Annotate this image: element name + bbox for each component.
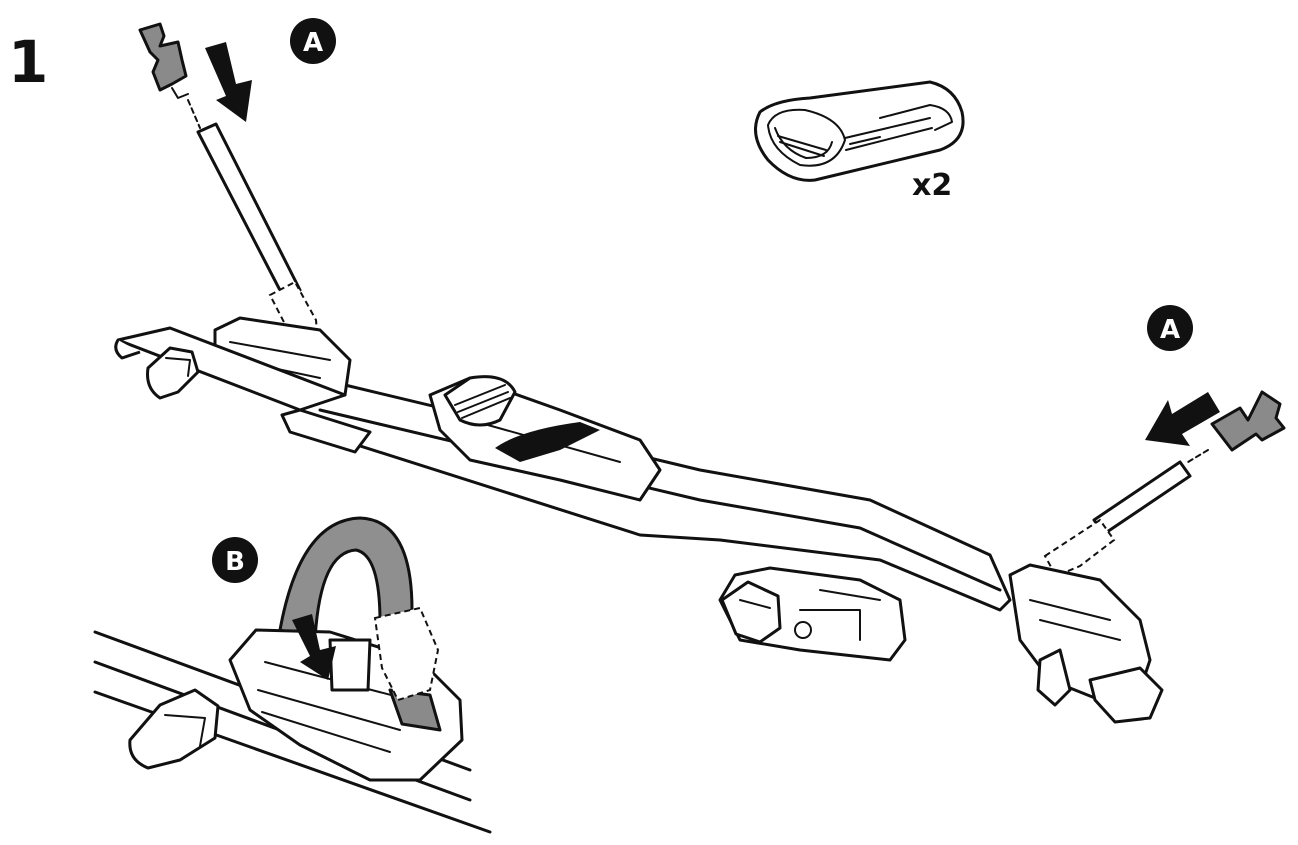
callout-a-label: A	[303, 28, 323, 58]
bike-carrier	[114, 316, 1164, 724]
end-cap-icon	[1210, 390, 1286, 452]
strap-sleeve-part: x2	[754, 80, 965, 203]
callout-a-top: A	[290, 18, 336, 64]
callout-a-label: A	[1160, 315, 1180, 345]
arrow-left-icon	[1145, 392, 1220, 446]
quantity-label: x2	[912, 168, 952, 203]
end-cap-icon	[138, 22, 189, 99]
arrow-down-icon	[205, 42, 252, 122]
callout-b: B	[212, 537, 258, 583]
callout-b-label: B	[225, 547, 245, 577]
step-number: 1	[8, 28, 48, 96]
callout-a-right: A	[1147, 305, 1193, 351]
pull-rod-top	[187, 99, 320, 354]
pull-rod-right	[1043, 449, 1209, 578]
detail-inset-b	[93, 516, 492, 834]
